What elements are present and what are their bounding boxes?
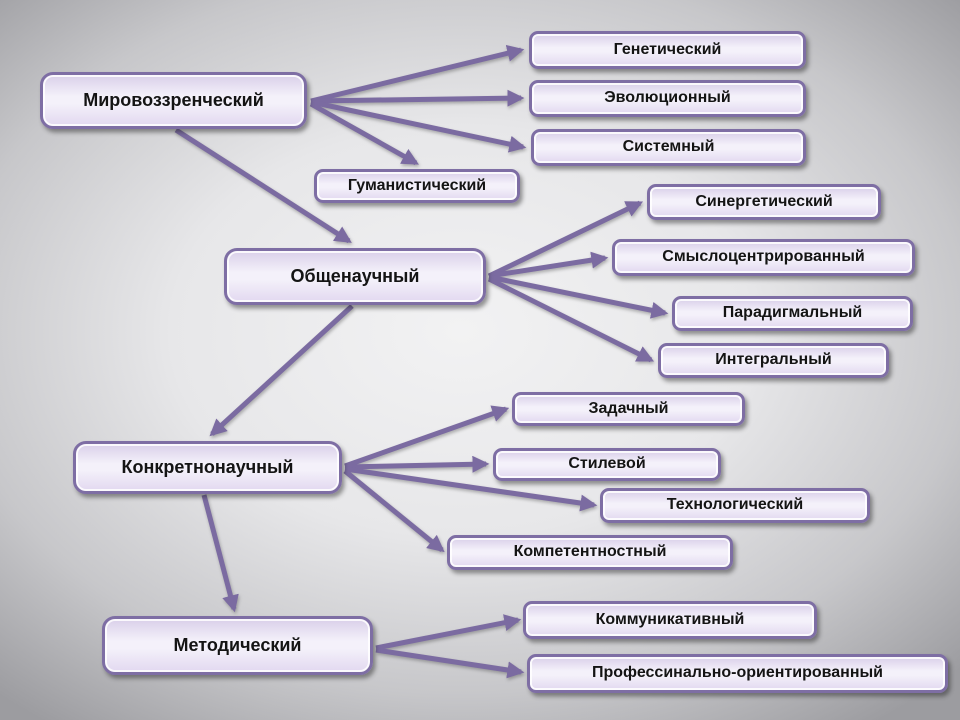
node-professionally-oriented: Профессинально-ориентированный [527, 654, 948, 693]
node-task-based: Задачный [512, 392, 745, 426]
node-humanistic: Гуманистический [314, 169, 520, 203]
node-communicative: Коммуникативный [523, 601, 817, 639]
node-meaning-centered: Смыслоцентрированный [612, 239, 915, 276]
arrow-general-paradigmatic [488, 274, 669, 319]
arrow-general-synergetic [487, 200, 644, 279]
arrow-worldview-humanistic [309, 101, 419, 166]
node-general-scientific: Общенаучный [224, 248, 486, 305]
arrow-concrete-technological [344, 466, 598, 512]
node-competency: Компетентностный [447, 535, 733, 570]
node-concrete-scientific: Конкретнонаучный [73, 441, 342, 494]
arrow-concrete-competency [343, 469, 445, 553]
arrow-methodical-communicative [375, 614, 522, 651]
arrow-general-meaning-centered [488, 251, 609, 279]
node-synergetic: Синергетический [647, 184, 881, 220]
node-style: Стилевой [493, 448, 721, 481]
arrow-concrete-style [344, 455, 490, 473]
arrow-worldview-general-scientific [174, 127, 352, 244]
node-worldview: Мировоззренческий [40, 72, 307, 129]
node-paradigmatic: Парадигмальный [672, 296, 913, 331]
arrow-general-integral [487, 276, 655, 363]
node-systemic: Системный [531, 129, 806, 166]
arrow-worldview-systemic [310, 99, 527, 153]
arrow-concrete-task-based [344, 405, 510, 469]
node-technological: Технологический [600, 488, 870, 523]
node-genetic: Генетический [529, 31, 806, 69]
node-methodical: Методический [102, 616, 373, 675]
arrow-worldview-evolutionary [310, 89, 525, 107]
node-integral: Интегральный [658, 343, 889, 378]
arrow-methodical-professionally-oriented [375, 647, 525, 679]
arrow-general-concrete-scientific [209, 304, 354, 437]
arrow-concrete-methodical [201, 494, 239, 613]
node-evolutionary: Эволюционный [529, 80, 806, 117]
arrow-worldview-genetic [310, 44, 525, 104]
